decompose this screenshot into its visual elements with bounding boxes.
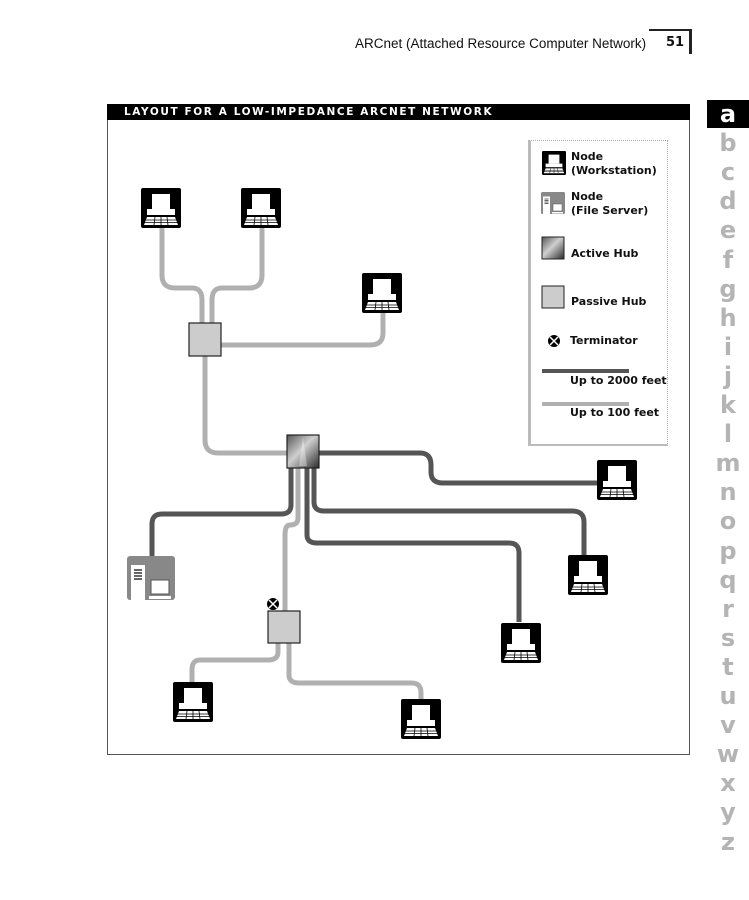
workstation-7 <box>172 681 214 723</box>
workstation-1 <box>140 187 182 229</box>
alphabet-letter-m[interactable]: m <box>715 449 741 478</box>
workstation-3 <box>361 272 403 314</box>
cable-ph2-ws7 <box>189 643 281 683</box>
file-server <box>126 555 176 601</box>
alphabet-letter-g[interactable]: g <box>719 274 737 303</box>
terminator-icon <box>267 598 279 610</box>
alphabet-letter-z[interactable]: z <box>721 827 735 856</box>
page-number: 51 <box>666 35 685 50</box>
legend <box>528 140 668 446</box>
legend-label-file-server: Node (File Server) <box>571 190 649 217</box>
page-rule-top <box>649 29 691 31</box>
alphabet-tab-active <box>707 100 749 128</box>
cable-ah1-ph2 <box>282 468 301 612</box>
active-hub <box>286 434 320 469</box>
cable-ah1-ws5 <box>311 468 587 555</box>
cable-ah1-ws6 <box>304 468 522 622</box>
cable-ws2-ph1 <box>209 227 265 325</box>
alphabet-letter-r[interactable]: r <box>722 594 734 623</box>
alphabet-letter-t[interactable]: t <box>722 652 734 681</box>
alphabet-letter-x[interactable]: x <box>720 769 736 798</box>
short-cables <box>159 227 424 700</box>
passive-hub-2 <box>267 610 301 644</box>
alphabet-letter-j[interactable]: j <box>723 361 733 390</box>
figure-title-bar <box>107 104 690 120</box>
alphabet-letter-o[interactable]: o <box>719 507 737 536</box>
workstation-6 <box>500 622 542 664</box>
legend-label-workstation: Node (Workstation) <box>571 150 657 177</box>
legend-label-passive-hub: Passive Hub <box>571 295 647 308</box>
alphabet-letter-n[interactable]: n <box>719 478 737 507</box>
alphabet-letter-i[interactable]: i <box>723 332 733 361</box>
alphabet-letter-f[interactable]: f <box>722 245 734 274</box>
page-rule-right <box>689 29 692 54</box>
alphabet-letter-y[interactable]: y <box>720 798 736 827</box>
legend-label-long-cable: Up to 2000 feet <box>570 374 667 387</box>
alphabet-letter-e[interactable]: e <box>719 216 737 245</box>
alphabet-letter-w[interactable]: w <box>716 740 740 769</box>
alphabet-letter-l[interactable]: l <box>723 420 733 449</box>
alphabet-letter-s[interactable]: s <box>720 623 736 652</box>
figure-title: LAYOUT FOR A LOW-IMPEDANCE ARCNET NETWOR… <box>124 106 494 118</box>
workstation-5 <box>567 554 609 596</box>
alphabet-letter-u[interactable]: u <box>719 682 737 710</box>
cable-ws3-ph1 <box>221 312 386 348</box>
legend-label-active-hub: Active Hub <box>571 247 639 260</box>
passive-hub-1 <box>188 322 222 357</box>
cable-ah1-ws4 <box>319 450 597 486</box>
alphabet-letter-k[interactable]: k <box>720 391 736 419</box>
cable-ws1-ph1 <box>159 227 205 325</box>
workstation-2 <box>240 187 282 229</box>
legend-label-terminator: Terminator <box>570 334 638 347</box>
cable-ph2-ws8 <box>286 643 424 700</box>
alphabet-letter-c[interactable]: c <box>720 158 736 187</box>
cable-ah1-fs1 <box>149 468 294 556</box>
legend-label-short-cable: Up to 100 feet <box>570 406 660 419</box>
alphabet-letter-p[interactable]: p <box>719 536 737 565</box>
alphabet-letter-b[interactable]: b <box>719 129 737 158</box>
alphabet-letter-h[interactable]: h <box>719 303 737 332</box>
alphabet-letter-a[interactable]: a <box>719 100 737 128</box>
long-cables <box>149 450 597 622</box>
figure-frame <box>107 104 690 755</box>
alphabet-letter-v[interactable]: v <box>720 711 736 740</box>
workstation-8 <box>400 698 442 740</box>
running-head: ARCnet (Attached Resource Computer Netwo… <box>355 36 647 51</box>
workstation-4 <box>596 459 638 501</box>
cable-ph1-ah1 <box>202 356 287 456</box>
alphabet-letter-q[interactable]: q <box>719 565 737 594</box>
alphabet-letter-d[interactable]: d <box>719 187 737 216</box>
